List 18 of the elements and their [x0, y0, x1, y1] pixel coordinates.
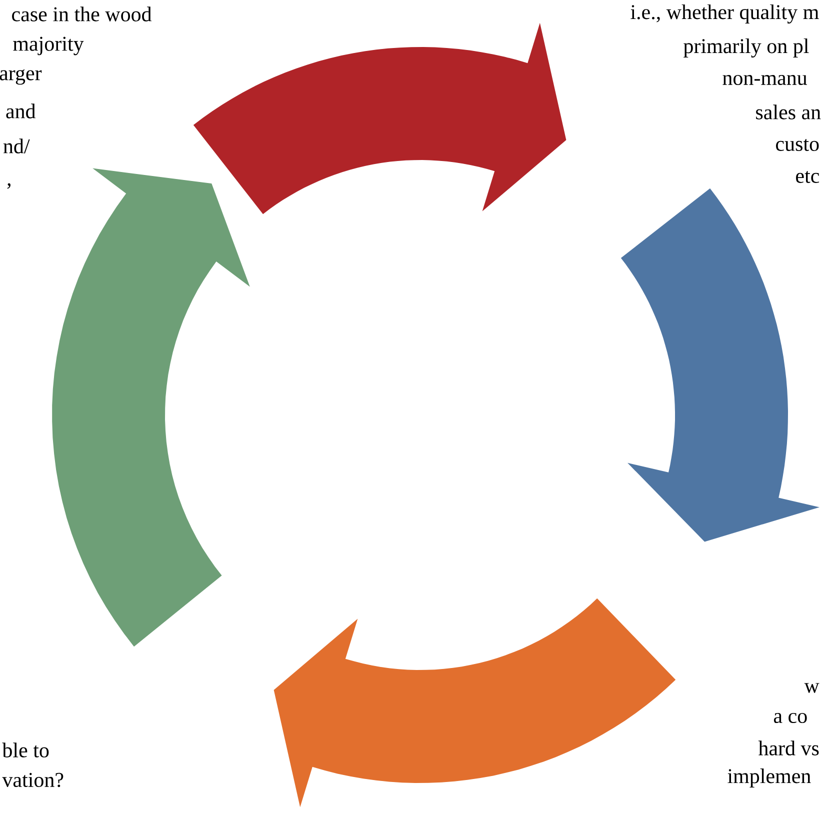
- body-text: hard vs: [758, 740, 819, 756]
- body-text: a co: [774, 712, 807, 724]
- body-text: case in the wood: [12, 6, 152, 22]
- body-text: ble to: [2, 742, 49, 758]
- body-text: etc: [796, 170, 820, 183]
- body-text: primarily on pl: [684, 38, 809, 58]
- body-text: custo: [776, 138, 819, 151]
- body-text: non-manu: [722, 74, 808, 86]
- body-text: implemen: [728, 768, 811, 788]
- body-text: ,: [7, 183, 10, 189]
- body-text: arger: [0, 69, 42, 85]
- body-text: and: [6, 104, 36, 118]
- body-text: i.e., whether quality m: [630, 4, 819, 24]
- body-text: vation?: [2, 772, 64, 788]
- body-text: w: [804, 683, 820, 693]
- body-text: majority: [13, 36, 84, 56]
- body-text: sales an: [756, 104, 821, 120]
- body-text: nd/: [3, 138, 30, 154]
